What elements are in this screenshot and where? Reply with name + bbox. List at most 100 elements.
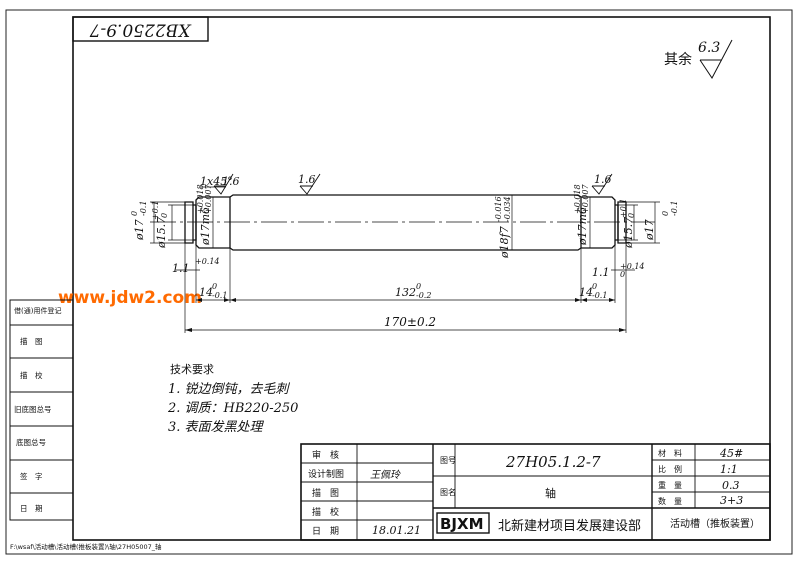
strip-label-2: 描 图	[20, 336, 43, 346]
tb-designer-sign: 王佩玲	[370, 469, 401, 481]
tb-qty-label: 数 量	[658, 496, 682, 506]
strip-label-7: 日 期	[20, 504, 43, 513]
tb-drawing-no-label: 图号	[440, 456, 456, 465]
left-d157: ø15.7 +0.1 0	[151, 201, 169, 249]
right-d17: ø17 0 -0.1	[643, 201, 679, 241]
dim-d17m6-right-low: +0.007	[581, 183, 590, 214]
len14-left: 14	[199, 286, 213, 299]
title-block-grid	[300, 443, 771, 541]
tb-scale-label: 比 例	[658, 464, 682, 474]
company-logo: BJXM	[440, 515, 484, 533]
dim-d17-right-low: -0.1	[670, 201, 679, 216]
left-d17: ø17 0 -0.1	[130, 201, 148, 241]
tb-weight: 0.3	[722, 479, 740, 492]
tb-date-label: 日 期	[312, 526, 339, 537]
shaft-outline	[184, 194, 627, 251]
dim-d157-right-low: 0	[627, 213, 636, 218]
tb-review-label: 审 核	[312, 449, 339, 461]
dim-d17-left-low: -0.1	[139, 201, 148, 216]
len14-right: 14	[579, 286, 593, 299]
tech-req-title: 技术要求	[170, 363, 214, 376]
groove-left: 1.1	[172, 262, 190, 275]
tb-name: 轴	[545, 486, 556, 500]
chamfer-label: 1x45°	[200, 175, 233, 188]
tb-scale: 1:1	[720, 463, 738, 476]
dim-d18f7-up: -0.016	[494, 196, 503, 222]
groove-left-tol: +0.14	[195, 257, 220, 266]
roughness-general-symbol	[699, 39, 733, 79]
roughness-mark-1	[213, 173, 234, 195]
dim-d17m6-left: ø17m6	[199, 207, 212, 246]
outer-frame	[5, 9, 793, 555]
tb-company: 北新建材项目发展建设部	[498, 518, 641, 534]
tb-assembly: 活动槽（推板装置）	[670, 517, 760, 530]
tb-weight-label: 重 量	[658, 480, 682, 490]
len170: 170±0.2	[384, 315, 436, 329]
dim-d157-left: ø15.7	[155, 217, 168, 249]
left-d17m6: ø17m6 +0.018 +0.007	[196, 183, 213, 246]
dim-d157-right-up: +0.1	[619, 199, 628, 218]
tb-material-label: 材 料	[658, 448, 682, 458]
right-d157: ø15.7 +0.1 0	[619, 199, 636, 249]
len132-up: 0	[416, 282, 421, 291]
dim-d17m6-right: ø17m6	[576, 207, 589, 246]
tech-req-2: 2. 调质：HB220-250	[167, 401, 298, 416]
tb-date: 18.01.21	[372, 524, 421, 537]
length-extension-lines	[184, 243, 627, 333]
dim-d17m6-right-up: +0.018	[573, 184, 582, 214]
tb-material: 45#	[719, 447, 743, 460]
dim-d17-left-up: 0	[130, 211, 139, 216]
roughness-general-label: 其余	[664, 51, 692, 68]
tb-check-label: 描 校	[312, 506, 339, 518]
file-path: F:\wsaf\活动槽\活动槽(推板装置)\轴\27H05007_轴	[10, 542, 162, 551]
tech-req-3: 3. 表面发黑处理	[168, 420, 265, 435]
rotated-number-box	[72, 16, 209, 42]
rotated-drawing-number: XB2250.9-7	[89, 20, 192, 40]
tb-design-label: 设计制图	[308, 468, 344, 480]
company-logo-box	[436, 512, 490, 534]
len132: 132	[395, 286, 416, 299]
roughness-value-3: 1.6	[594, 173, 612, 186]
len14-left-low: -0.1	[212, 291, 227, 300]
tb-qty: 3+3	[720, 494, 743, 507]
dim-d157-left-low: 0	[160, 213, 169, 218]
mid-d18f7: ø18f7 -0.016 -0.034	[494, 196, 512, 259]
dim-d17-right: ø17	[643, 219, 656, 241]
roughness-value-2: 1.6	[298, 173, 316, 186]
len14-right-up: 0	[592, 282, 597, 291]
roughness-general-value: 6.3	[698, 40, 720, 56]
dim-d17-right-up: 0	[661, 211, 670, 216]
len132-low: -0.2	[416, 291, 431, 300]
dim-d17m6-left-up: +0.018	[196, 184, 205, 214]
groove-right-tol2: 0	[620, 270, 625, 279]
groove-right: 1.1	[592, 266, 610, 279]
tb-name-label: 图名	[440, 487, 456, 497]
dim-d17-left: ø17	[133, 219, 146, 241]
len14-right-low: -0.1	[592, 291, 607, 300]
right-d17m6: ø17m6 +0.018 +0.007	[573, 183, 590, 246]
roughness-value-1: 1.6	[222, 175, 240, 188]
strip-label-3: 描 校	[20, 370, 43, 380]
strip-label-1: 借(通)用件登记	[14, 306, 61, 315]
watermark: www.jdw2.com	[58, 288, 202, 308]
dim-d18f7: ø18f7	[498, 226, 511, 259]
inner-frame	[72, 16, 771, 541]
strip-label-4: 旧底图总号	[14, 404, 52, 414]
dim-d157-right: ø15.7	[622, 217, 635, 249]
tb-trace-label: 描 图	[312, 487, 339, 499]
dim-d157-left-up: +0.1	[151, 201, 160, 220]
tech-req-1: 1. 锐边倒钝，去毛刺	[168, 382, 291, 397]
left-diameter-dims	[150, 195, 660, 250]
left-strip	[9, 299, 74, 521]
tb-drawing-no: 27H05.1.2-7	[505, 453, 601, 471]
strip-label-6: 签 字	[20, 471, 43, 481]
len14-left-up: 0	[212, 282, 217, 291]
roughness-mark-2	[299, 173, 321, 195]
dim-d18f7-low: -0.034	[503, 196, 512, 222]
groove-right-tol: +0.14	[620, 262, 645, 271]
strip-label-5: 底图总号	[16, 437, 46, 447]
left-strip-labels: 借(通)用件登记 描 图 描 校 旧底图总号 底图总号 签 字 日 期	[14, 306, 61, 513]
roughness-mark-3	[591, 173, 613, 195]
dim-d17m6-left-low: +0.007	[204, 183, 213, 214]
